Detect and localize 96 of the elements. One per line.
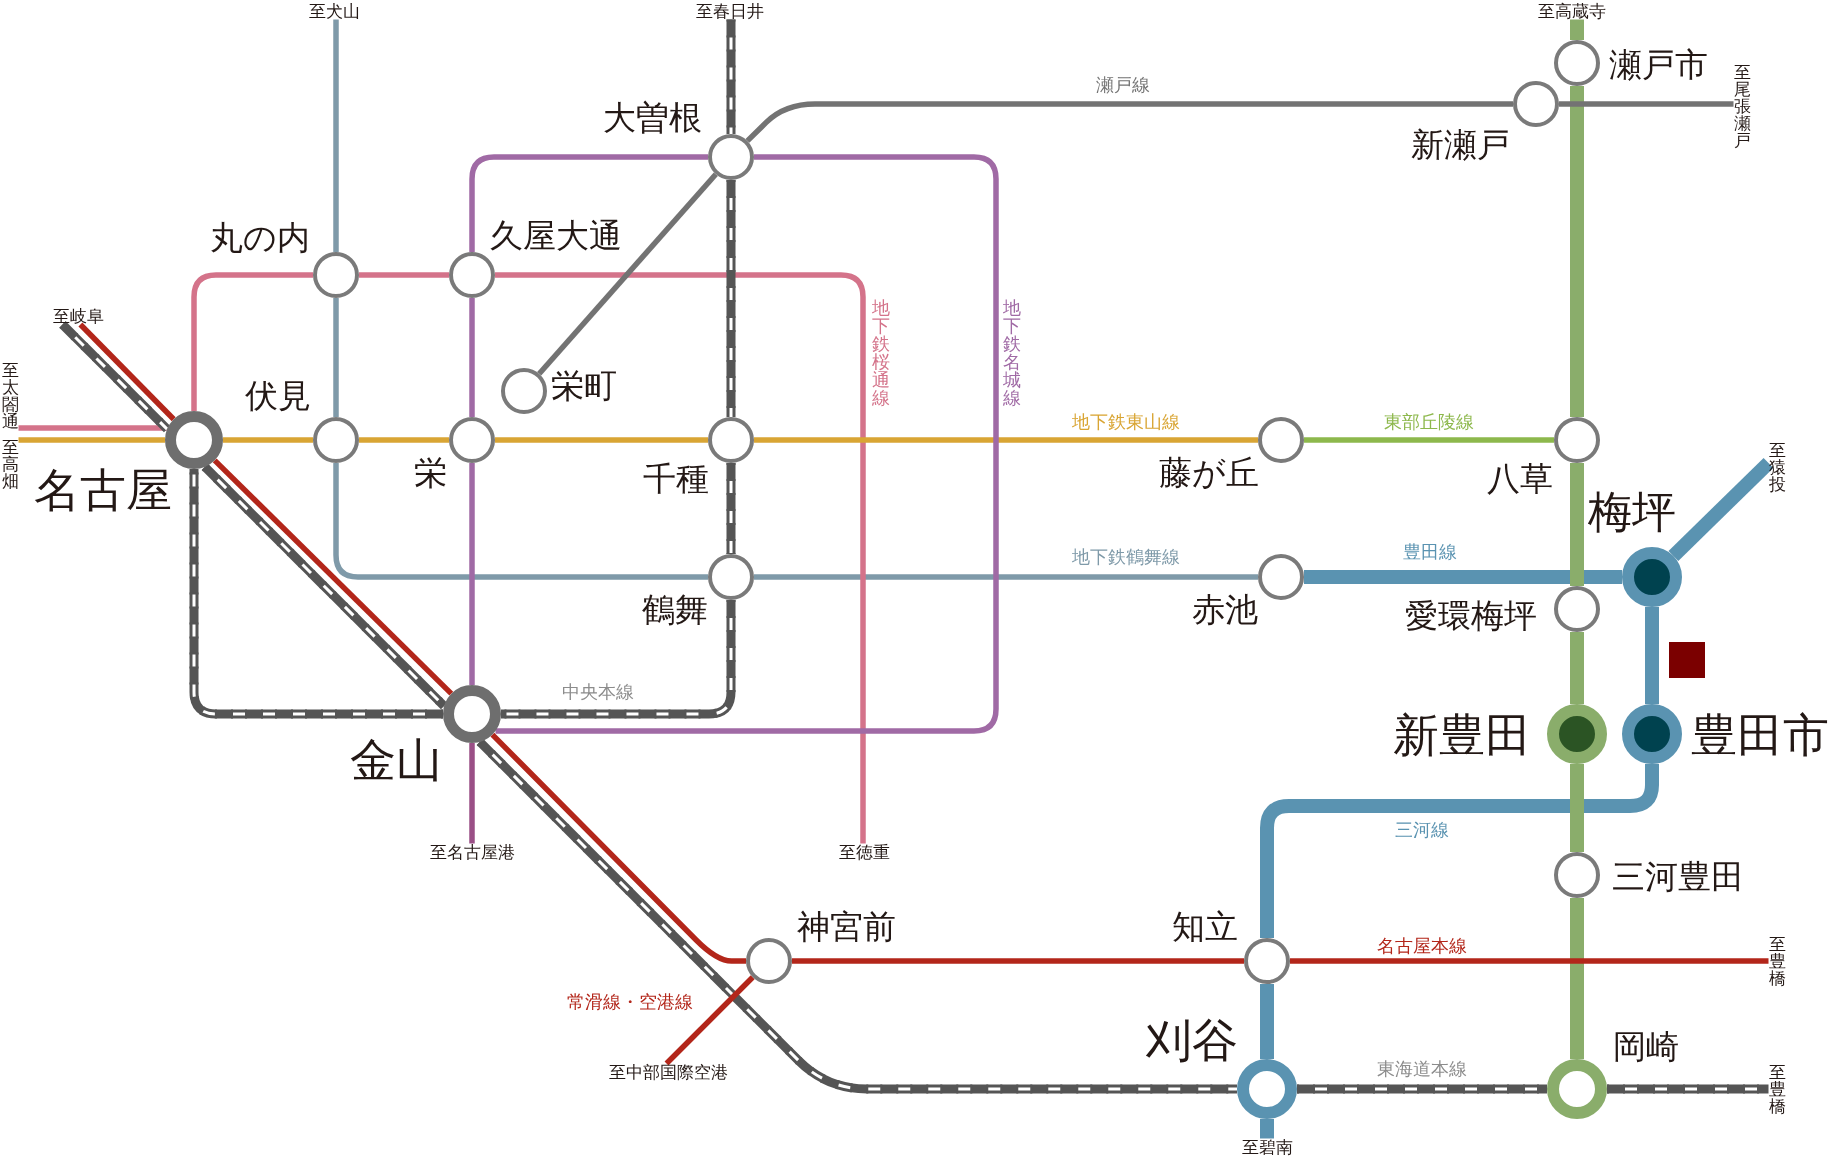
railway-line [1297,1084,1547,1094]
line-name: 地下鉄鶴舞線 [1072,548,1180,566]
railway-line [1260,1119,1274,1139]
destination-label: 至岐阜 [52,307,104,325]
line-name: 中央本線 [562,683,634,701]
railway-line [1607,1084,1769,1094]
destination-label: 至名古屋港 [429,843,515,861]
railway-line [745,101,1513,143]
line-name: 地下鉄桜通線 [872,299,890,407]
destination-label: 至徳重 [838,843,890,861]
railway-line [726,463,736,554]
station-name: 刈谷 [1146,1017,1238,1063]
railway-line [1304,437,1554,443]
railway-line [469,743,475,844]
railway-line [469,154,708,252]
railway-line [501,600,736,719]
station-name: 三河豊田 [1612,859,1744,893]
line-name: 地下鉄東山線 [1072,413,1180,431]
railway-line [78,322,176,422]
line-name: 名古屋本線 [1377,937,1467,955]
railway-line [1559,101,1734,107]
destination-label: 至中部国際空港 [608,1063,728,1081]
railway-line [1570,463,1584,586]
railway-line [469,298,475,417]
railway-line [1570,632,1584,704]
station-name: 藤が丘 [1159,455,1259,489]
destination-label: 至猿投 [1768,441,1786,493]
line-name: 東部丘陵線 [1384,413,1474,431]
railway-line [1645,607,1659,704]
line-name: 常滑線・空港線 [567,993,693,1011]
destination-label: 至高畑 [1,438,19,490]
railway-line [1570,19,1584,40]
railway-line [1260,764,1659,938]
station-name: 八草 [1487,461,1553,495]
station-name: 神宮前 [796,909,896,943]
railway-line [1260,984,1274,1059]
railway-line [495,272,866,844]
railway-line [537,172,718,376]
station-name: 伏見 [245,378,311,412]
railway-line [495,154,999,734]
railway-line [359,437,449,443]
railway-line [726,19,736,134]
station-name: 名古屋 [34,467,172,513]
destination-label: 至春日井 [696,2,764,20]
destination-label: 至碧南 [1241,1138,1293,1156]
destination-label: 至尾張瀬戸 [1733,63,1751,149]
station-name: 梅坪 [1588,490,1676,534]
station-name: 金山 [350,737,442,783]
railway-line [1570,898,1584,1059]
line-name: 豊田線 [1403,543,1457,561]
destination-label: 至高蔵寺 [1538,2,1606,20]
railway-line [490,732,746,964]
destination-label: 至豊橋 [1768,935,1786,987]
station-name: 栄 [413,455,447,489]
railway-line [223,437,313,443]
destination-label: 至豊橋 [1768,1063,1786,1115]
railway-line [191,272,313,411]
station-name: 鶴舞 [642,592,708,626]
railway-line [495,437,708,443]
railway-line [333,463,708,580]
railway-line [476,738,1237,1094]
station-name: 栄町 [551,368,617,402]
station-name: 岡崎 [1613,1029,1679,1063]
station-name: 愛環梅坪 [1405,598,1537,632]
line-name: 瀬戸線 [1096,76,1150,94]
railway-line [469,463,475,685]
line-name: 三河線 [1395,821,1449,839]
station-name: 丸の内 [210,220,310,254]
railway-line [359,272,449,278]
railway-line [1290,958,1769,964]
station-name: 知立 [1172,909,1238,943]
line-name: 東海道本線 [1377,1060,1467,1078]
railway-line [726,180,736,417]
destination-label: 至太閤通 [1,362,19,430]
railway-line [792,958,1244,964]
railway-line [754,437,1258,443]
line-name: 地下鉄名城線 [1003,299,1021,407]
railway-line [1304,570,1622,584]
railway-line [1570,764,1584,852]
station-name: 新豊田 [1393,712,1531,758]
station-name: 赤池 [1192,592,1258,626]
railway-line [1668,457,1774,561]
station-name: 瀬戸市 [1608,47,1708,81]
railway-line [754,574,1258,580]
station-name: 新瀬戸 [1410,127,1510,161]
station-name: 久屋大通 [490,218,622,252]
station-name: 大曽根 [602,100,702,134]
railway-line [1570,86,1584,417]
station-name: 豊田市 [1691,712,1829,758]
railway-line [333,19,339,252]
station-name: 千種 [643,461,709,495]
railway-line [59,321,171,433]
railway-line [333,298,339,417]
destination-label: 至犬山 [308,2,360,20]
railway-line [664,975,755,1066]
railway-line [18,437,165,443]
